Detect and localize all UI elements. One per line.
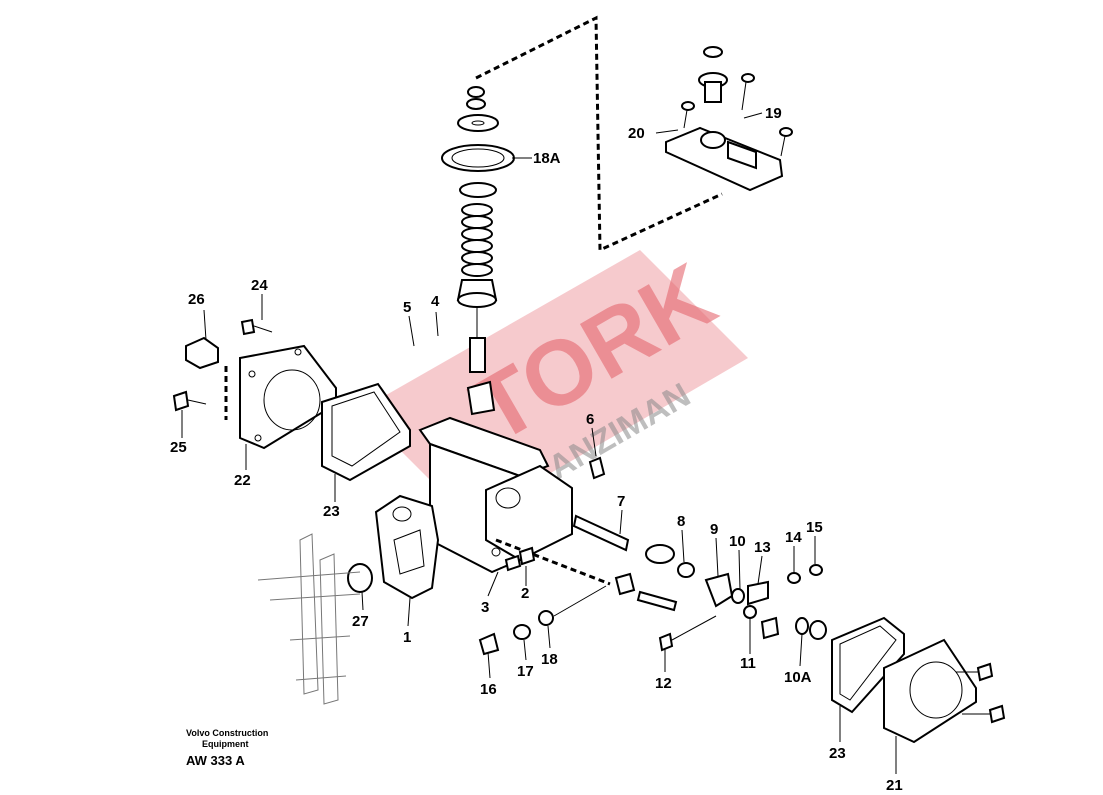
callout-20: 20 <box>628 125 645 142</box>
callout-21: 21 <box>886 777 903 794</box>
footer-line2: Equipment <box>202 739 249 749</box>
callout-18: 18 <box>541 651 558 668</box>
main-housing <box>347 416 611 600</box>
callout-23-right: 23 <box>829 745 846 762</box>
callout-15: 15 <box>806 519 823 536</box>
callout-13: 13 <box>754 539 771 556</box>
callout-19: 19 <box>765 105 782 122</box>
callout-27: 27 <box>352 613 369 630</box>
footer-line1: Volvo Construction <box>186 728 268 738</box>
callout-7: 7 <box>617 493 625 510</box>
callout-10a: 10A <box>784 669 812 686</box>
callout-24: 24 <box>251 277 268 294</box>
callout-26: 26 <box>188 291 205 308</box>
callout-16: 16 <box>480 681 497 698</box>
callout-18a: 18A <box>533 150 561 167</box>
callout-1: 1 <box>403 629 411 646</box>
callout-23-left: 23 <box>323 503 340 520</box>
callout-2: 2 <box>521 585 529 602</box>
callout-4: 4 <box>431 293 440 310</box>
callout-9: 9 <box>710 521 718 538</box>
dashed-assembly-line <box>475 15 723 253</box>
callout-6: 6 <box>586 411 594 428</box>
callout-22: 22 <box>234 472 251 489</box>
callout-12: 12 <box>655 675 672 692</box>
callout-11: 11 <box>740 655 756 672</box>
left-cover-assembly <box>172 318 411 482</box>
leader-lines <box>181 112 897 774</box>
callout-5: 5 <box>403 299 411 316</box>
callout-14: 14 <box>785 529 802 546</box>
callout-labels: 18A 19 20 26 24 5 4 25 22 23 6 7 8 9 10 … <box>170 105 903 794</box>
callout-25: 25 <box>170 439 187 456</box>
top-cover-assembly <box>665 46 793 192</box>
footer: Volvo Construction Equipment AW 333 A <box>186 728 268 768</box>
footer-ref: AW 333 A <box>186 753 245 768</box>
callout-17: 17 <box>517 663 534 680</box>
callout-8: 8 <box>677 513 685 530</box>
callout-3: 3 <box>481 599 489 616</box>
callout-10: 10 <box>729 533 746 550</box>
adjuster-parts <box>478 456 827 656</box>
right-cover-assembly <box>831 616 1006 744</box>
diaphragm-stack <box>441 86 515 416</box>
reference-linkage-sketch <box>257 533 361 705</box>
